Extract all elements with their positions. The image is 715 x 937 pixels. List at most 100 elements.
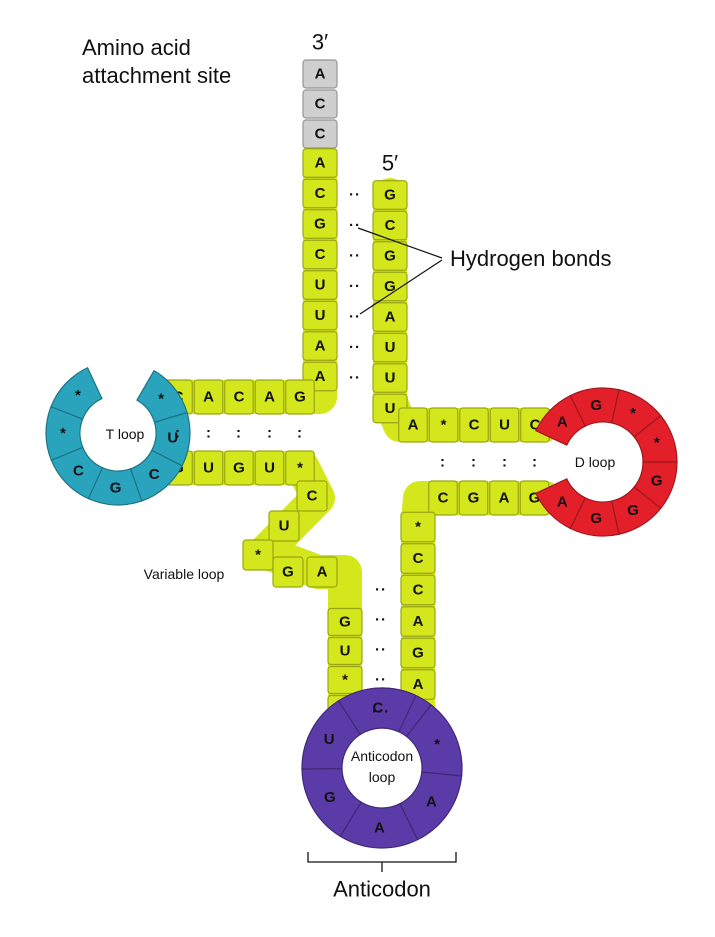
t-stem-pair-3: : [267,425,273,442]
anticodon-stem-right-1: C [400,543,436,574]
acceptor-pair-0: ·· [349,187,361,204]
t-loop-0-base: * [158,390,164,407]
variable-loop-0-base: C [307,488,318,505]
t-loop-3-base: G [110,479,122,496]
acceptor-left-0-box [302,148,338,178]
acceptor-right-2-box [372,241,408,271]
variable-loop-1: U [268,510,300,542]
variable-loop-4-box [306,556,338,588]
anticodon-stem-right-5-base: A [413,676,424,693]
anticodon-stem-right-4-box [400,637,436,669]
d-loop-4-base: G [651,472,663,489]
anticodon-loop-5-base: U [324,731,335,748]
acceptor-tail-1-base: C [315,96,326,113]
d-loop-7-segment [535,478,587,530]
t-stem-top-4-box [285,379,315,415]
acceptor-left-3-base: C [315,246,326,263]
d-stem-bottom-3-base: G [529,490,541,507]
d-stem-bottom-1-box [458,480,489,516]
acceptor-tail-0-box [302,59,338,89]
acceptor-right-4-base: A [385,309,396,326]
acceptor-pair-1: ·· [349,217,361,234]
d-stem-bottom-2-base: A [499,490,510,507]
acceptor-left-2-box [302,209,338,239]
variable-loop-label: Variable loop [144,566,225,582]
t-loop-1-base: U [167,430,178,447]
d-stem-bottom-2-box [489,480,519,516]
anticodon-pair-1: ·· [375,612,387,629]
acceptor-right-5: U [372,332,408,363]
variable-loop-1-box [268,510,300,542]
acceptor-pair-6: ·· [349,370,361,387]
acceptor-pair-4: ·· [349,309,361,326]
acceptor-tail-0-base: A [315,66,326,83]
pointer-line-upper [357,227,443,259]
five-prime-label: 5′ [382,151,398,176]
t-stem-pair-1: : [206,425,212,442]
d-stem-pair-0: : [440,454,446,471]
d-stem-top-4-base: C [530,417,541,434]
acceptor-tail-1-box [302,89,338,119]
t-stem-bottom-2-base: G [233,460,245,477]
d-stem-bottom-1-base: G [468,490,480,507]
acceptor-left-7-base: A [315,368,326,385]
t-stem-top-3: A [254,379,285,415]
anticodon-loop-label-line1: Anticodon [351,748,413,764]
d-stem-pair-1: : [471,454,477,471]
anticodon-stem-left-2-box [327,665,363,695]
anticodon-stem-right-4: G [400,637,436,669]
variable-loop-4: A [306,556,338,588]
variable-loop-2: * [242,539,274,571]
t-stem-pair-4: : [297,425,303,442]
anticodon-stem-left-2: * [327,665,363,695]
variable-loop-3: G [272,556,304,588]
anticodon-stem-right-3-base: A [413,613,424,630]
d-stem-top-3: U [489,407,520,443]
acceptor-left-5-box [302,300,338,331]
acceptor-left-5-base: U [315,307,326,324]
d-stem-top-2-base: C [469,417,480,434]
acceptor-left-6: A [302,331,338,361]
d-stem-top-1-box [428,407,459,443]
t-stem-bottom-2-box [224,450,254,486]
acceptor-left-1: C [302,178,338,209]
anticodon-stem-left-1-box [327,636,363,666]
t-stem-bottom-1-base: U [203,460,214,477]
d-stem-pair-2: : [502,454,508,471]
anticodon-bracket-line [307,852,457,872]
d-stem-top-3-base: U [499,417,510,434]
anticodon-loop-6-base: C [372,700,383,717]
acceptor-tail-2-base: C [315,126,326,143]
anticodon-pair-3: ·· [375,672,387,689]
anticodon-stem-right-0-box [400,511,436,543]
anticodon-stem-left-1-base: U [340,643,351,660]
acceptor-left-6-box [302,331,338,361]
anticodon-pair-0: ·· [375,582,387,599]
acceptor-right-7-base: U [385,400,396,417]
t-stem-bottom-3-box [254,450,285,486]
three-prime-label: 3′ [312,30,328,55]
d-loop-7-base: A [557,493,568,510]
acceptor-pair-3: ·· [349,278,361,295]
acceptor-left-6-base: A [315,338,326,355]
acceptor-left-3: C [302,239,338,270]
variable-loop-3-base: G [282,564,294,581]
acceptor-right-0-box [372,180,408,210]
anticodon-stem-right-1-box [400,543,436,574]
acceptor-left-1-base: C [315,185,326,202]
d-stem-top-2: C [459,407,489,443]
anticodon-label: Anticodon [333,877,431,902]
d-stem-top-1: * [428,407,459,443]
d-stem-bottom-0-base: C [438,490,449,507]
anticodon-stem-right-0: * [400,511,436,543]
t-stem-bottom-1: U [193,450,224,486]
d-loop-0-base: A [557,414,568,431]
t-loop-2-base: C [149,466,160,483]
d-stem-bottom-0-box [428,480,458,516]
acceptor-right-4: A [372,302,408,332]
t-stem-bottom-3: U [254,450,285,486]
anticodon-stem-left-0-base: G [339,614,351,631]
acceptor-right-0-base: G [384,187,396,204]
